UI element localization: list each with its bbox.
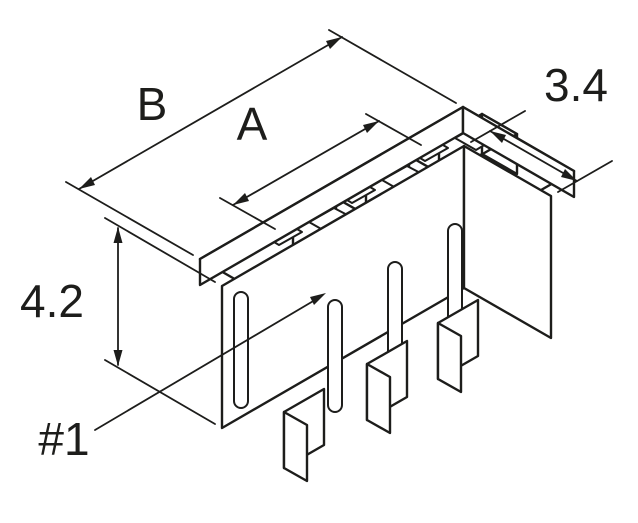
dim-b-arrowhead-left xyxy=(79,177,95,189)
dim-a-extension-left xyxy=(219,197,276,230)
dim-4-2-arrowhead-bottom xyxy=(113,350,123,366)
dim-a-arrowhead-left xyxy=(233,193,249,205)
dimension-a xyxy=(219,113,422,230)
dim-a-extension-right xyxy=(365,113,422,146)
foot1-left-face xyxy=(282,410,309,483)
dim-b-extension-left xyxy=(65,181,194,256)
dimension-4-2 xyxy=(104,217,216,425)
dim-4-2-arrowhead-top xyxy=(113,227,123,243)
mounting-foot-3 xyxy=(436,298,480,394)
dim-3-4-arrowhead-bottom xyxy=(561,169,577,181)
dim-label-4-2: 4.2 xyxy=(20,275,84,327)
cavity-slot-1 xyxy=(327,299,343,413)
dim-label-b: B xyxy=(137,78,168,130)
connector-housing xyxy=(198,105,576,483)
mounting-foot-2 xyxy=(365,339,409,435)
body-right-face xyxy=(462,144,553,340)
pin1-label: #1 xyxy=(38,413,89,465)
dim-b-line xyxy=(78,36,343,190)
dim-3-4-extension-top xyxy=(470,110,526,143)
foot3-left-face xyxy=(436,321,463,394)
flange-right-band xyxy=(461,105,576,199)
dim-b-extension-right xyxy=(328,29,457,104)
dim-3-4-extension-bottom xyxy=(557,160,613,193)
pin1-leader xyxy=(94,293,326,431)
dimension-3-4 xyxy=(470,110,613,193)
pin1-leader-line xyxy=(94,299,316,431)
dim-3-4-line xyxy=(489,130,578,182)
dim-label-3-4: 3.4 xyxy=(544,59,608,111)
latch-groove-slot xyxy=(233,291,249,409)
pin1-arrowhead xyxy=(310,293,326,305)
dimension-b xyxy=(65,29,457,256)
dim-b-arrowhead-right xyxy=(326,37,342,49)
dimension-annotations: B A 3.4 4.2 #1 xyxy=(20,29,613,465)
dim-3-4-arrowhead-top xyxy=(490,131,506,143)
dim-label-a: A xyxy=(237,98,268,150)
mounting-foot-1 xyxy=(282,387,326,483)
dim-a-arrowhead-right xyxy=(363,121,379,133)
dim-a-line xyxy=(232,120,380,206)
foot2-left-face xyxy=(365,362,392,435)
dim-4-2-extension-top xyxy=(104,217,216,283)
